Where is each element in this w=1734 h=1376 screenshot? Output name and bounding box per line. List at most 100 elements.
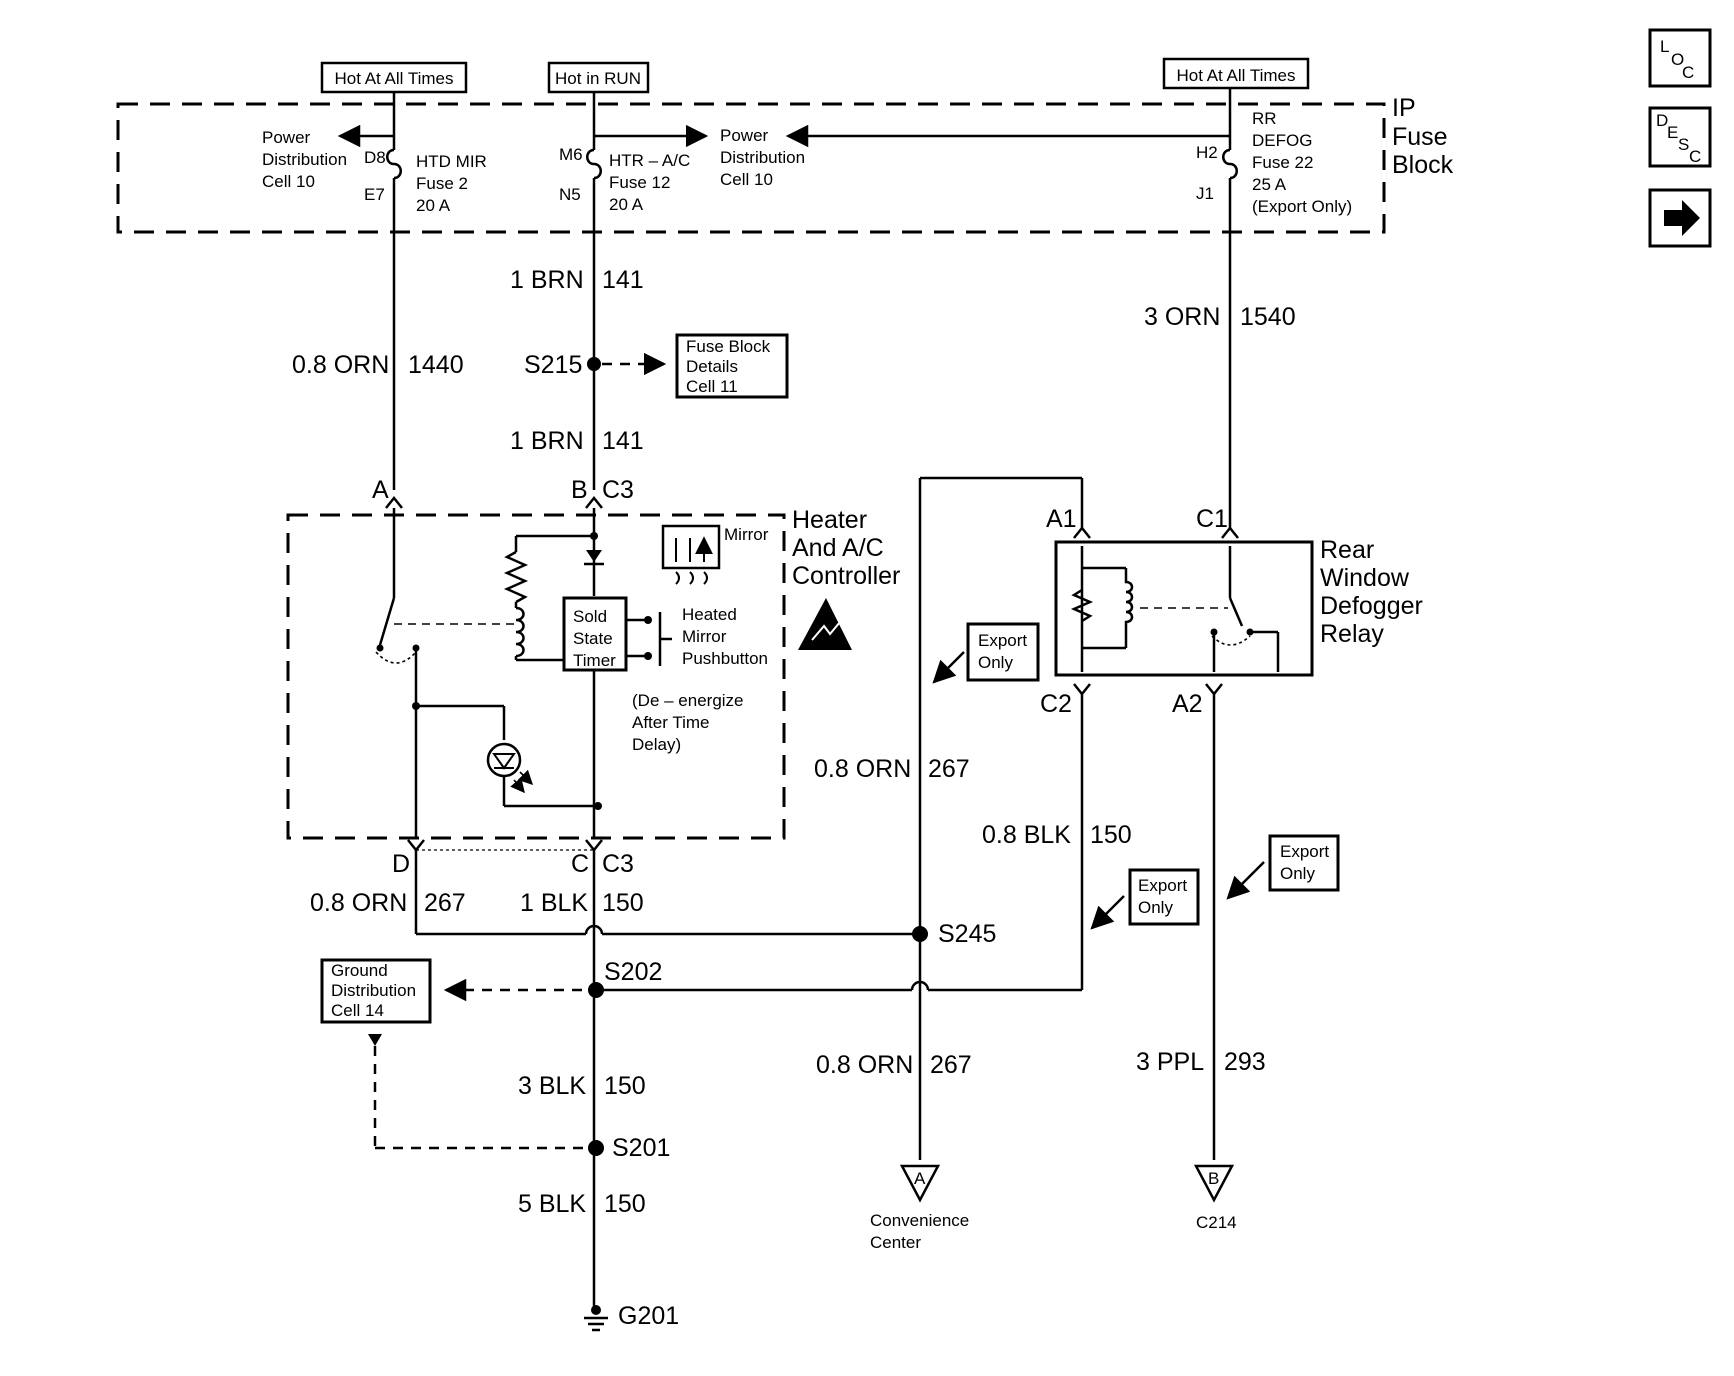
description-button[interactable]: D E S C bbox=[1648, 106, 1712, 168]
svg-text:O: O bbox=[1671, 50, 1684, 69]
coil-symbol bbox=[515, 606, 525, 658]
hot-at-all-times-left-tag: Hot At All Times bbox=[320, 61, 468, 94]
pushbutton-label: Heated bbox=[682, 605, 737, 624]
svg-text:Export: Export bbox=[1138, 876, 1187, 895]
relay-title: Defogger bbox=[1320, 592, 1423, 620]
wire-label: 1 BLK bbox=[520, 889, 588, 917]
fuse-label: HTR – A/C bbox=[609, 151, 690, 170]
svg-text:B: B bbox=[1208, 1169, 1219, 1188]
wire-label: 0.8 ORN bbox=[814, 755, 911, 783]
svg-text:Timer: Timer bbox=[573, 651, 616, 670]
solid-state-timer: Sold State Timer bbox=[562, 596, 628, 672]
wire-label: 1 BRN bbox=[510, 266, 584, 294]
terminal-label: Convenience bbox=[870, 1211, 969, 1230]
svg-text:Hot At All Times: Hot At All Times bbox=[1176, 66, 1295, 85]
wire-label: 141 bbox=[602, 266, 644, 294]
connector-pin-b: B bbox=[571, 476, 588, 504]
fuse-label: Fuse 22 bbox=[1252, 153, 1313, 172]
s215-splice bbox=[587, 357, 601, 371]
ip-fuse-block-outline bbox=[116, 102, 1386, 234]
power-distribution-label: Distribution bbox=[720, 148, 805, 167]
connector-c3: C3 bbox=[602, 476, 634, 504]
fuse-label: (Export Only) bbox=[1252, 197, 1352, 216]
ip-fuse-block-title: IP bbox=[1392, 94, 1416, 122]
rear-window-defogger-relay bbox=[1054, 540, 1314, 677]
pushbutton-label: Pushbutton bbox=[682, 649, 768, 668]
splice-label: S202 bbox=[604, 958, 662, 986]
timer-note: After Time bbox=[632, 713, 709, 732]
svg-text:Export: Export bbox=[1280, 842, 1329, 861]
arrow-right-icon bbox=[1664, 200, 1700, 236]
svg-text:E: E bbox=[1667, 123, 1678, 142]
terminal-b-c214: B bbox=[1193, 1164, 1235, 1203]
fuse-label: 25 A bbox=[1252, 175, 1287, 194]
pin-label: H2 bbox=[1196, 143, 1218, 162]
svg-text:C: C bbox=[1682, 63, 1694, 82]
controller-title: Heater bbox=[792, 506, 867, 534]
connector-pin-d: D bbox=[392, 850, 410, 878]
relay-title: Relay bbox=[1320, 620, 1384, 648]
ground-distribution-box: Ground Distribution Cell 14 bbox=[320, 958, 432, 1024]
mirror-label: Mirror bbox=[724, 525, 769, 544]
terminal-label: C214 bbox=[1196, 1213, 1237, 1232]
pin-label: D8 bbox=[364, 148, 386, 167]
controller-title: And A/C bbox=[792, 534, 884, 562]
switch-contact bbox=[378, 597, 396, 646]
wire-label: 150 bbox=[604, 1072, 646, 1100]
relay-pin-a2: A2 bbox=[1172, 690, 1203, 718]
timer-note: Delay) bbox=[632, 735, 681, 754]
svg-text:Only: Only bbox=[1138, 898, 1173, 917]
wire-label: 293 bbox=[1224, 1048, 1266, 1076]
next-page-button[interactable] bbox=[1648, 188, 1712, 248]
wire-label: 3 BLK bbox=[518, 1072, 586, 1100]
fuse-label: 20 A bbox=[609, 195, 644, 214]
relay-title: Rear bbox=[1320, 536, 1374, 564]
fuse-label: DEFOG bbox=[1252, 131, 1312, 150]
pin-label: J1 bbox=[1196, 184, 1214, 203]
splice-label: S215 bbox=[524, 351, 582, 379]
wire-label: 3 ORN bbox=[1144, 303, 1220, 331]
wire-label: 267 bbox=[928, 755, 970, 783]
relay-pin-c2: C2 bbox=[1040, 690, 1072, 718]
location-button[interactable]: L O C bbox=[1648, 28, 1712, 88]
wire-label: 0.8 ORN bbox=[816, 1051, 913, 1079]
svg-text:Hot At All Times: Hot At All Times bbox=[334, 69, 453, 88]
wire-label: 3 PPL bbox=[1136, 1048, 1204, 1076]
ip-fuse-block-title: Fuse bbox=[1392, 123, 1448, 151]
wire-label: 5 BLK bbox=[518, 1190, 586, 1218]
pin-label: E7 bbox=[364, 185, 385, 204]
svg-text:Cell 11: Cell 11 bbox=[686, 377, 738, 396]
power-distribution-label: Distribution bbox=[262, 150, 347, 169]
wire-label: 267 bbox=[424, 889, 466, 917]
relay-title: Window bbox=[1320, 564, 1410, 592]
wire-label: 0.8 ORN bbox=[310, 889, 407, 917]
power-distribution-label: Power bbox=[262, 128, 311, 147]
svg-text:L: L bbox=[1660, 37, 1669, 56]
wire-label: 1440 bbox=[408, 351, 464, 379]
svg-text:Cell 14: Cell 14 bbox=[331, 1001, 384, 1020]
export-only-note: Export Only bbox=[1268, 834, 1340, 892]
wire-label: 0.8 ORN bbox=[292, 351, 389, 379]
esd-warning-icon bbox=[798, 598, 852, 650]
indicator-led-icon bbox=[486, 742, 522, 778]
wire-label: 141 bbox=[602, 427, 644, 455]
fuse-symbol bbox=[586, 148, 602, 180]
wire-label: 150 bbox=[602, 889, 644, 917]
fuse-label: Fuse 12 bbox=[609, 173, 670, 192]
splice-label: S201 bbox=[612, 1134, 670, 1162]
svg-text:Only: Only bbox=[978, 653, 1013, 672]
svg-text:D: D bbox=[1656, 111, 1668, 130]
wire-label: 150 bbox=[1090, 821, 1132, 849]
connector-c3: C3 bbox=[602, 850, 634, 878]
fuse-symbol bbox=[1222, 148, 1238, 180]
power-distribution-label: Cell 10 bbox=[262, 172, 315, 191]
wire-label: 267 bbox=[930, 1051, 972, 1079]
heater-ac-controller-outline bbox=[286, 513, 786, 840]
svg-text:Only: Only bbox=[1280, 864, 1315, 883]
ground-symbol-icon bbox=[584, 1316, 608, 1332]
export-only-note: Export Only bbox=[966, 622, 1040, 682]
svg-text:S: S bbox=[1678, 135, 1689, 154]
fuse-label: HTD MIR bbox=[416, 152, 487, 171]
diode-symbol bbox=[586, 550, 602, 562]
